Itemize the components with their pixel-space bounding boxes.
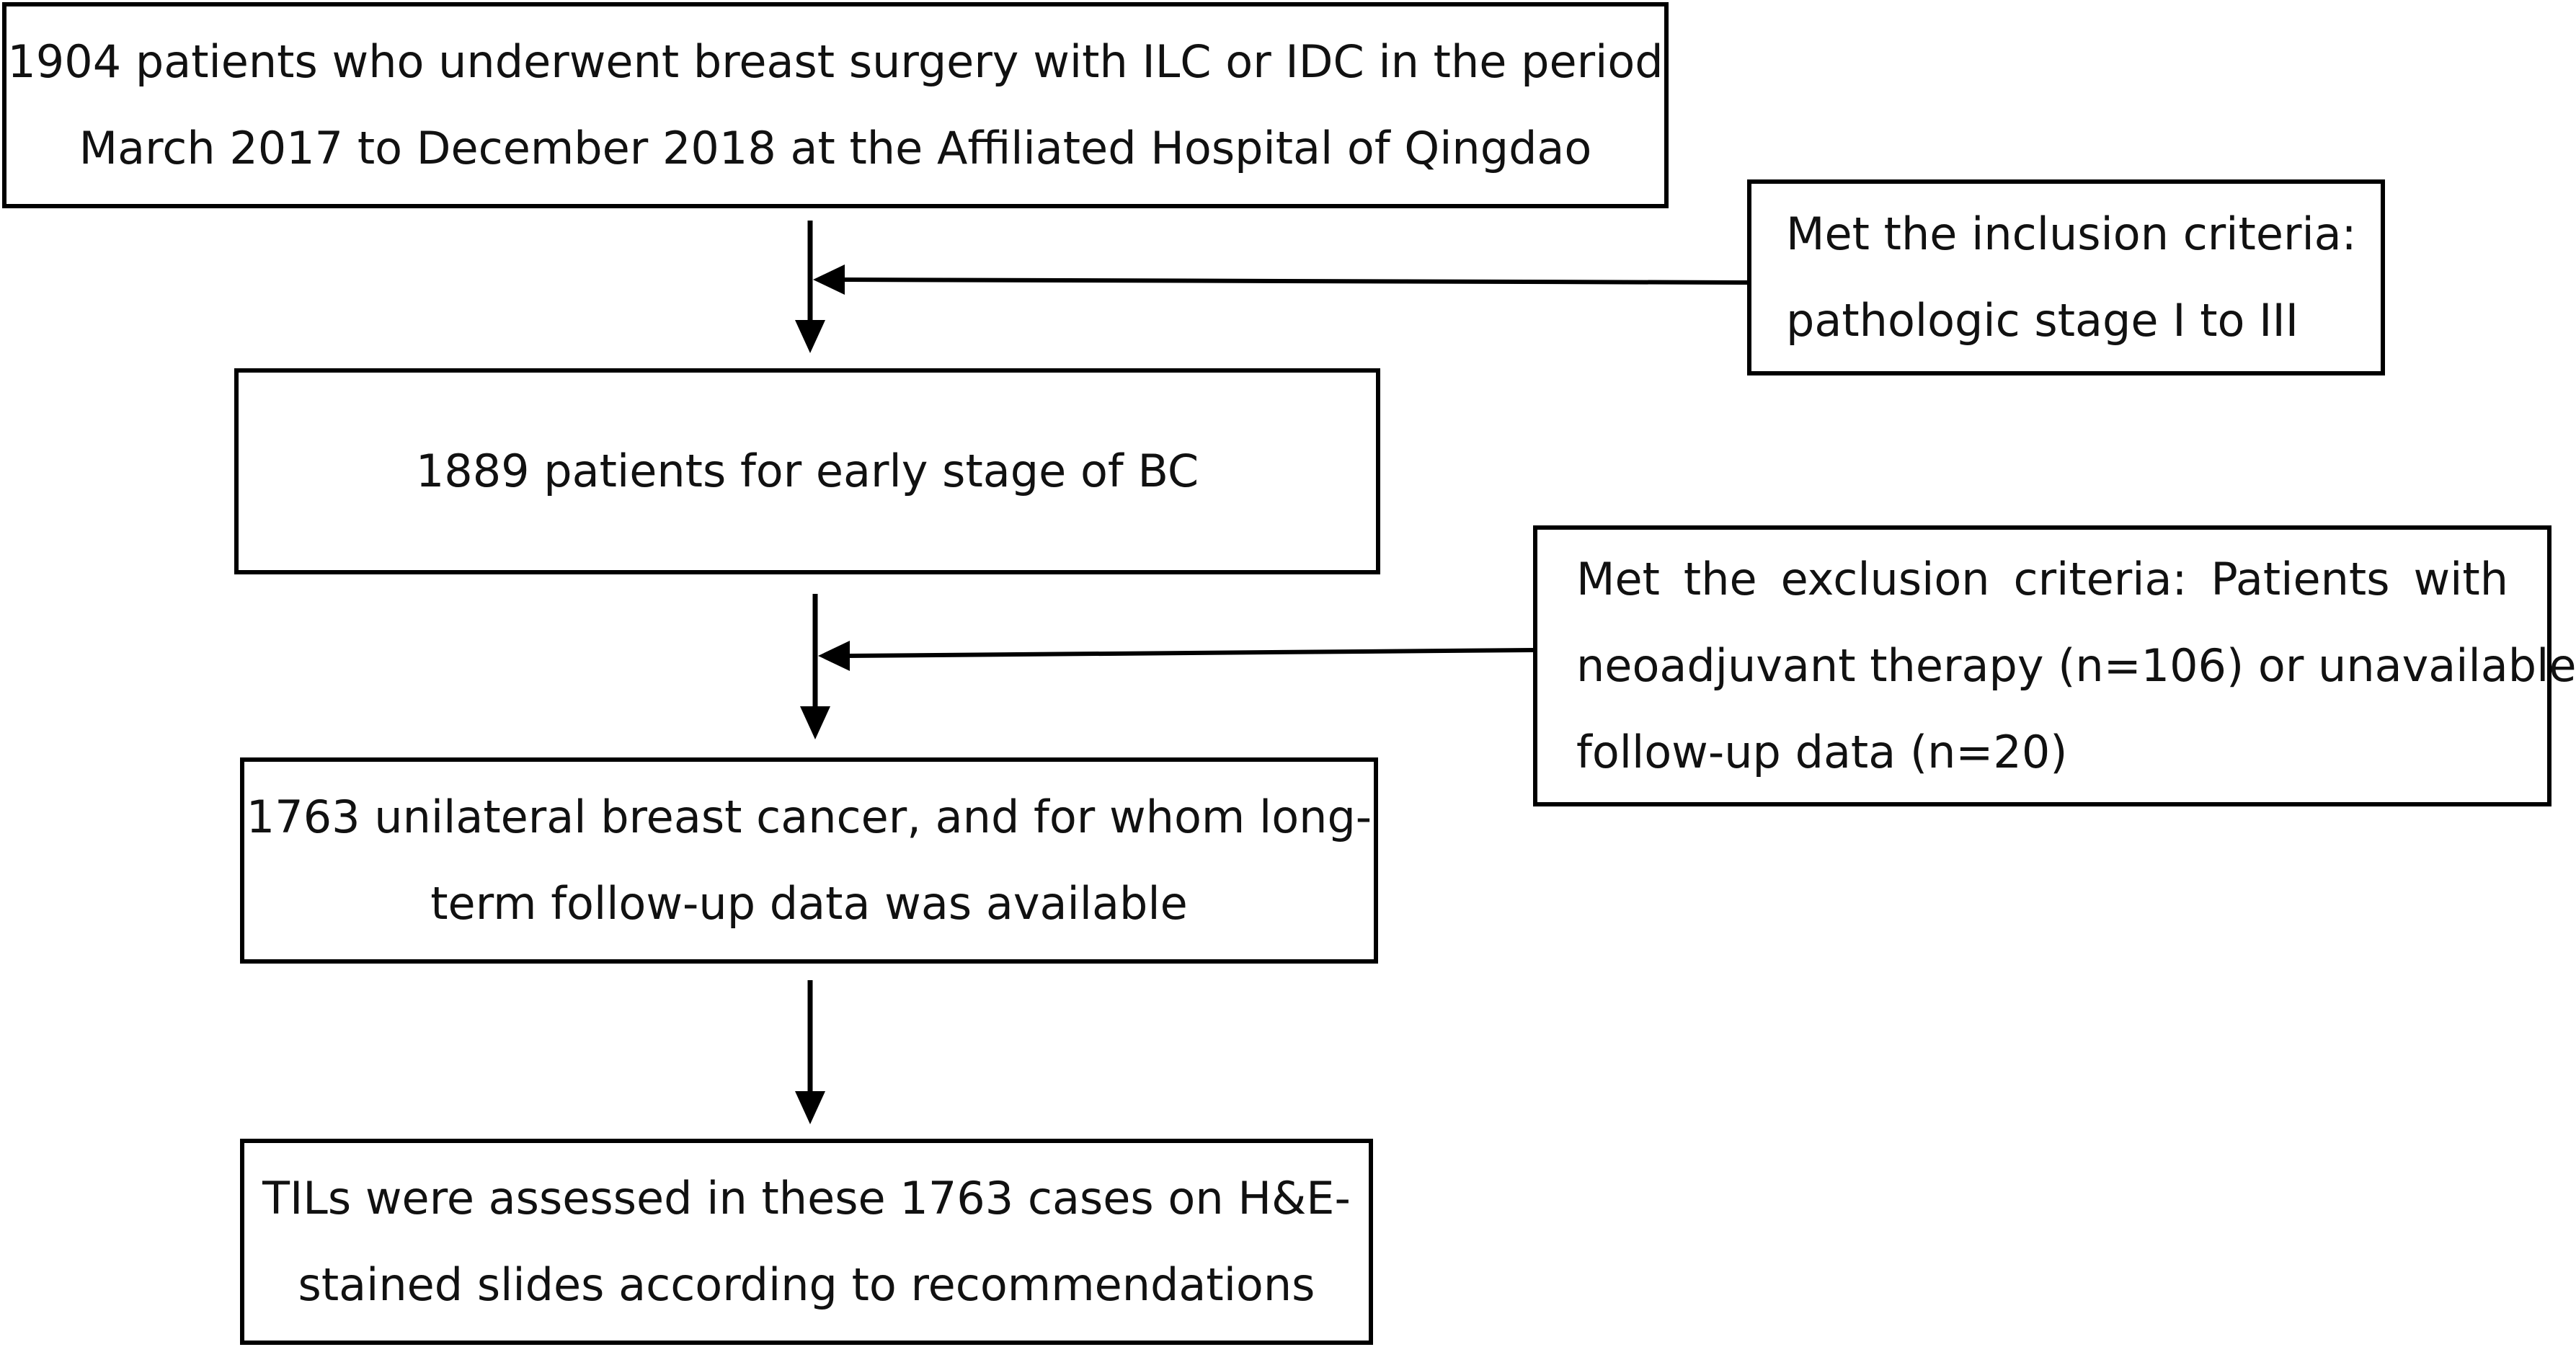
arrowhead-box2-to-box3 [800,706,830,739]
inclusion-line-2: pathologic stage I to III [1786,294,2299,347]
exclusion-line-1: Met the exclusion criteria: Patients wit… [1576,553,2508,605]
arrowhead-exclusion [818,641,850,671]
box-initial-cohort: 1904 patients who underwent breast surge… [2,2,1669,208]
box2-line-1: 1889 patients for early stage of BC [415,445,1199,497]
box-early-stage: 1889 patients for early stage of BC [234,368,1380,574]
box-tils-assessment: TILs were assessed in these 1763 cases o… [240,1139,1373,1345]
box4-line-2: stained slides according to recommendati… [298,1258,1315,1311]
exclusion-line-2: neoadjuvant therapy (n=106) or unavailab… [1576,639,2576,692]
arrow-exclusion [846,648,1534,658]
box-unilateral-cohort: 1763 unilateral breast cancer, and for w… [240,757,1378,964]
arrowhead-inclusion [813,264,845,295]
exclusion-line-3: follow-up data (n=20) [1576,726,2068,778]
arrow-inclusion [841,277,1748,285]
box3-line-2: term follow-up data was available [430,877,1188,930]
arrowhead-box1-to-box2 [795,320,825,353]
box1-line-1: 1904 patients who underwent breast surge… [7,35,1664,88]
inclusion-line-1: Met the inclusion criteria: [1786,208,2357,260]
box-inclusion-criteria: Met the inclusion criteria: pathologic s… [1747,179,2385,375]
box3-line-1: 1763 unilateral breast cancer, and for w… [246,791,1372,843]
arrowhead-box3-to-box4 [795,1091,825,1124]
box4-line-1: TILs were assessed in these 1763 cases o… [262,1172,1351,1224]
box1-line-2: March 2017 to December 2018 at the Affil… [79,122,1592,174]
box-exclusion-criteria: Met the exclusion criteria: Patients wit… [1533,525,2576,806]
